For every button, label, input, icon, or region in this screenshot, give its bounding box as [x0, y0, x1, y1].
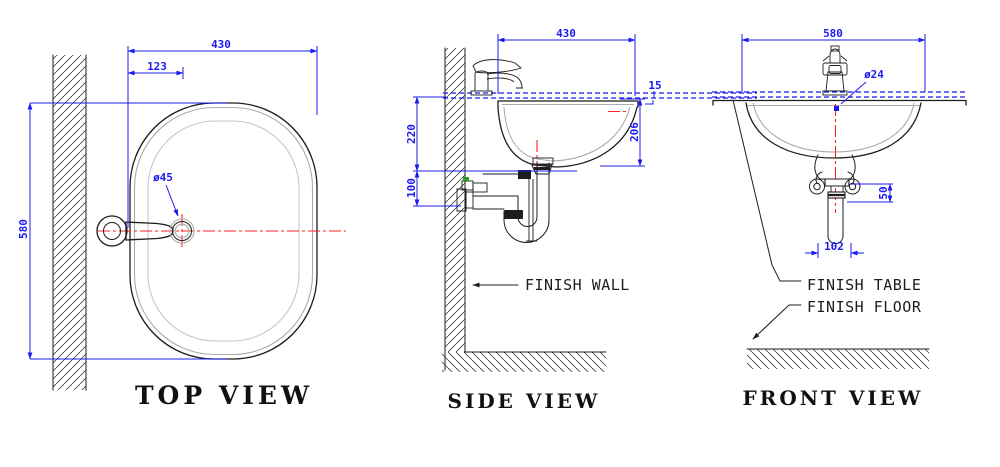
side-view-wall: [444, 47, 466, 371]
side-view-floor: [442, 351, 607, 372]
side-view-dimensions: 430 220 100 206 15: [405, 27, 662, 207]
front-view-basin: [745, 102, 922, 180]
front-view: 580 ø24 50 102 FINISH TABLE FINISH FLOOR…: [712, 27, 968, 410]
overflow-hole-marker: [834, 106, 839, 111]
dim-top-hole: ø45: [153, 171, 173, 184]
finish-table-label: FINISH TABLE: [807, 276, 921, 294]
front-view-drain: [809, 171, 861, 244]
dim-top-tap-offset: 123: [147, 60, 167, 73]
finish-floor-leader: [752, 304, 802, 340]
top-view: 430 123 580 ø45 TOP VIEW: [17, 38, 346, 410]
dim-top-depth: 580: [17, 219, 30, 239]
top-view-dimensions: 430 123 580 ø45: [17, 38, 318, 360]
front-view-title: FRONT VIEW: [743, 386, 924, 410]
side-view-title: SIDE VIEW: [448, 389, 601, 413]
dim-front-tail-offset: 50: [877, 186, 890, 199]
front-view-dimensions: 580 ø24 50 102: [741, 27, 926, 258]
side-view: 430 220 100 206 15 FINISH WALL SIDE VIEW: [405, 27, 757, 413]
dim-front-overflow: ø24: [864, 68, 884, 81]
front-table-level-line: [712, 91, 968, 98]
dim-side-width: 430: [556, 27, 576, 40]
valve-green-marker: [463, 177, 469, 181]
dim-top-width: 430: [211, 38, 231, 51]
top-view-wall: [52, 54, 87, 391]
dim-front-width: 580: [823, 27, 843, 40]
dim-front-trap-width: 102: [824, 240, 844, 253]
front-view-floor: [746, 348, 930, 369]
front-view-faucet: [822, 45, 848, 96]
finish-table-leader: [732, 99, 802, 282]
side-view-faucet: [470, 59, 523, 96]
top-view-tap-hole: [169, 218, 195, 244]
dim-side-counter-to-outlet: 220: [405, 124, 418, 144]
front-counter-edge: [712, 99, 967, 106]
finish-wall-label: FINISH WALL: [525, 276, 630, 294]
dim-side-rim-overhang: 15: [648, 79, 661, 92]
dim-side-outlet-drop: 100: [405, 178, 418, 198]
finish-floor-label: FINISH FLOOR: [807, 298, 922, 316]
dim-side-bowl-depth: 206: [628, 122, 641, 142]
side-view-plumbing: [456, 157, 554, 243]
side-table-level-line: [443, 92, 757, 99]
top-view-title: TOP VIEW: [135, 381, 313, 410]
